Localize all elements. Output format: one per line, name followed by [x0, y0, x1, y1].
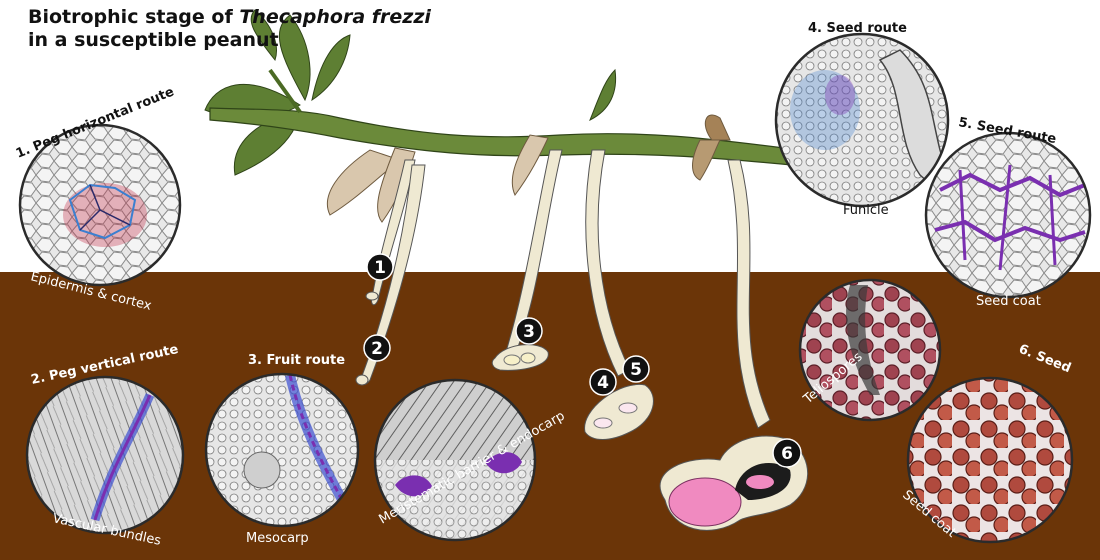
stage-4-marker: 4 — [589, 368, 617, 396]
micrograph-vascular-bundles — [25, 375, 185, 535]
title-line2: in a susceptible peanut — [28, 29, 279, 51]
svg-text:6: 6 — [781, 444, 793, 464]
stage-6-marker: 6 — [772, 438, 802, 468]
micrograph-seed-coat-6 — [906, 376, 1074, 544]
stage-5-marker: 5 — [622, 355, 650, 383]
stage-3-label: 3. Fruit route — [248, 353, 345, 368]
pods — [491, 344, 809, 531]
svg-text:2: 2 — [371, 339, 383, 359]
micrograph-funicle — [774, 32, 950, 208]
title-species: Thecaphora frezzi — [239, 6, 431, 28]
stage-1-marker: 1 — [366, 253, 394, 281]
stage-5-caption: Seed coat — [976, 294, 1041, 309]
svg-text:4: 4 — [597, 373, 609, 393]
micrograph-mesocarp — [204, 372, 360, 528]
svg-text:1: 1 — [374, 258, 386, 278]
stage-2-marker: 2 — [363, 334, 391, 362]
stage-3-caption: Mesocarp — [246, 531, 309, 546]
figure-title: Biotrophic stage of Thecaphora frezzi in… — [28, 6, 431, 52]
peg-tip-1 — [365, 291, 379, 301]
micrograph-seed-coat-5 — [924, 131, 1092, 299]
micrograph-epidermis-cortex — [18, 123, 182, 287]
svg-text:5: 5 — [630, 360, 642, 380]
stage-3-marker: 3 — [515, 317, 543, 345]
micrograph-teliospores — [798, 278, 942, 422]
stage-4-caption: Funicle — [843, 203, 889, 218]
title-line1-prefix: Biotrophic stage of — [28, 6, 240, 28]
svg-text:3: 3 — [523, 322, 535, 342]
peg-tip-2 — [355, 374, 369, 386]
stage-4-label: 4. Seed route — [808, 21, 907, 36]
